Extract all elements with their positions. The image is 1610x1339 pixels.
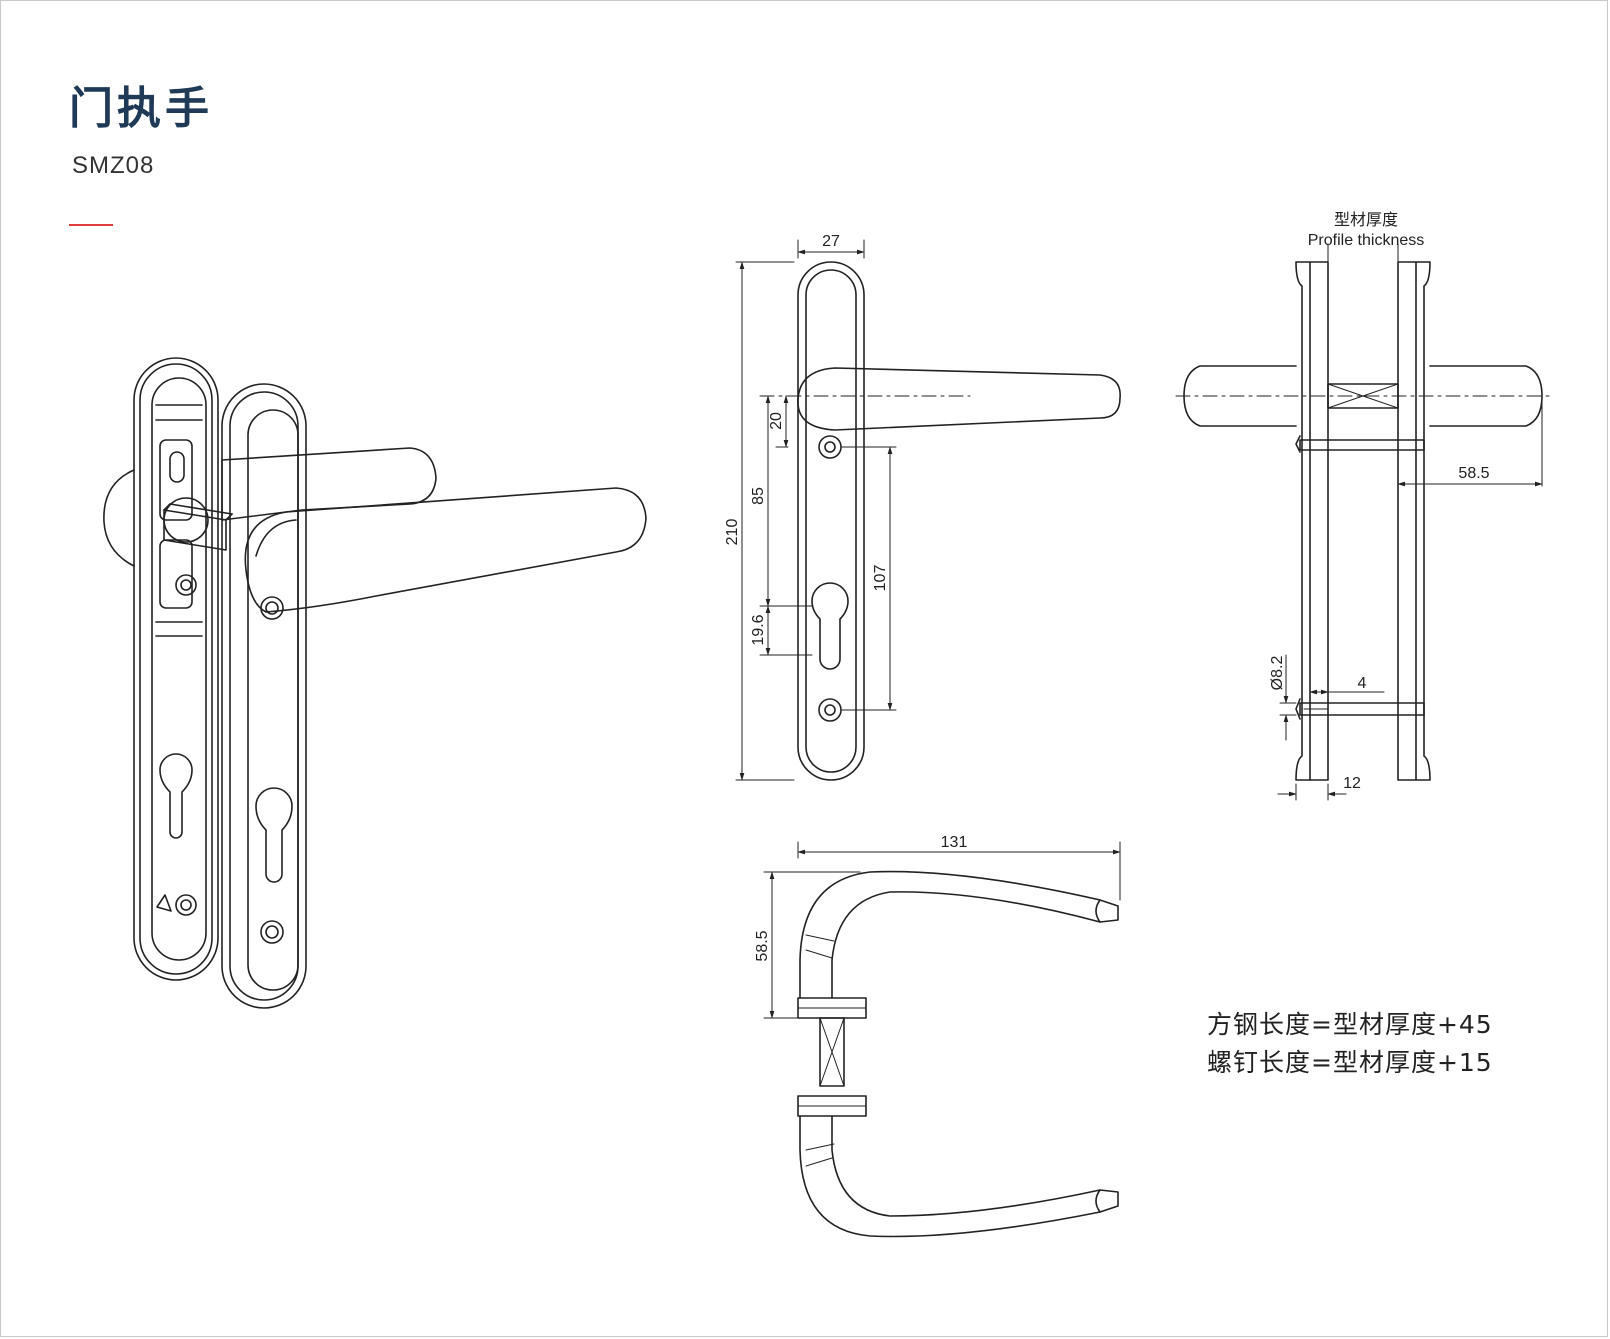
dim-projection: 58.5: [1458, 465, 1489, 482]
back-plate: [103, 357, 233, 981]
front-lever: [244, 487, 647, 613]
profile-thickness-en: Profile thickness: [1308, 232, 1425, 249]
dim-height: 210: [724, 519, 741, 546]
dim-screw-gap: 4: [1358, 675, 1367, 692]
dim-top-height: 58.5: [754, 930, 771, 961]
side-view: 型材厚度 Profile thickness 58.5 Ø8.2 4 12: [1175, 211, 1551, 801]
dim-length: 131: [941, 834, 968, 851]
dim-spindle-to-hole: 20: [768, 412, 785, 430]
dim-spindle-to-cylinder: 85: [750, 487, 767, 505]
screw-formula: 螺钉长度=型材厚度+15: [1207, 1048, 1493, 1077]
profile-thickness-cn: 型材厚度: [1334, 211, 1398, 229]
page-title: 门执手: [69, 83, 213, 134]
dim-screw-dia: Ø8.2: [1269, 656, 1286, 691]
dim-width: 27: [822, 233, 840, 250]
dim-cylinder-slot: 19.6: [750, 614, 767, 645]
back-lever: [221, 447, 437, 521]
perspective-view: [103, 357, 647, 1009]
model-number: SMZ08: [72, 152, 155, 179]
dim-hole-spacing: 107: [872, 565, 889, 592]
front-view: 27 210 20 85 19.6 107: [724, 233, 1121, 781]
formula-block: 方钢长度=型材厚度+45 螺钉长度=型材厚度+15: [1207, 1006, 1493, 1082]
spindle-formula: 方钢长度=型材厚度+45: [1207, 1010, 1493, 1039]
front-plate: [221, 383, 307, 1009]
dim-plate-thickness: 12: [1343, 775, 1361, 792]
accent-bar: [69, 224, 113, 226]
top-view: 131 58.5: [754, 834, 1121, 1238]
